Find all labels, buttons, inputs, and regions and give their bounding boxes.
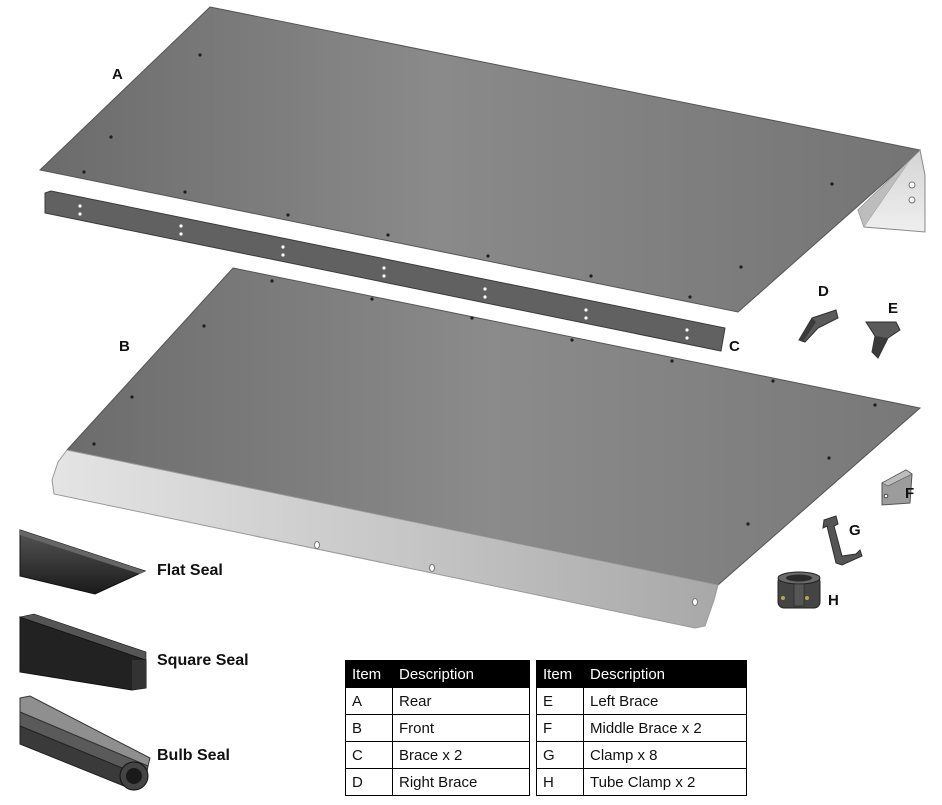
- label-e: E: [888, 300, 899, 317]
- description-cell: Right Brace: [392, 768, 530, 796]
- label-f: F: [905, 485, 915, 502]
- item-cell: G: [536, 741, 584, 769]
- description-cell: Front: [392, 714, 530, 742]
- label-a: A: [112, 66, 123, 83]
- left-brace-e: [865, 321, 901, 359]
- label-h: H: [828, 592, 839, 609]
- table-row: B Front: [345, 714, 530, 742]
- table-row: A Rear: [345, 687, 530, 715]
- brace-strip-c: [44, 190, 726, 352]
- table-row: C Brace x 2: [345, 741, 530, 769]
- rear-panel-a: [38, 6, 926, 313]
- description-cell: Rear: [392, 687, 530, 715]
- header-item: Item: [536, 660, 584, 688]
- front-panel-b: [51, 267, 922, 629]
- parts-table-right: Item Description E Left Brace F Middle B…: [536, 660, 747, 796]
- table-row: G Clamp x 8: [536, 741, 747, 769]
- item-cell: D: [345, 768, 393, 796]
- flat-seal-label: Flat Seal: [157, 562, 223, 579]
- table-header-row: Item Description: [345, 660, 530, 688]
- description-cell: Middle Brace x 2: [583, 714, 747, 742]
- clamp-g: [822, 515, 863, 566]
- table-header-row: Item Description: [536, 660, 747, 688]
- description-cell: Tube Clamp x 2: [583, 768, 747, 796]
- label-c: C: [729, 338, 740, 355]
- label-b: B: [119, 338, 130, 355]
- bulb-seal: [19, 695, 151, 791]
- item-cell: C: [345, 741, 393, 769]
- header-description: Description: [392, 660, 530, 688]
- middle-brace-f: [881, 469, 913, 506]
- item-cell: F: [536, 714, 584, 742]
- parts-table-left: Item Description A Rear B Front C Brace …: [345, 660, 530, 796]
- square-seal-label: Square Seal: [157, 652, 249, 669]
- label-d: D: [818, 283, 829, 300]
- right-brace-d: [798, 309, 839, 343]
- square-seal: [18, 613, 147, 691]
- table-row: E Left Brace: [536, 687, 747, 715]
- bulb-seal-label: Bulb Seal: [157, 747, 230, 764]
- header-description: Description: [583, 660, 747, 688]
- flat-seal: [19, 529, 147, 595]
- label-g: G: [849, 522, 861, 539]
- item-cell: H: [536, 768, 584, 796]
- table-row: F Middle Brace x 2: [536, 714, 747, 742]
- table-row: D Right Brace: [345, 768, 530, 796]
- item-cell: B: [345, 714, 393, 742]
- header-item: Item: [345, 660, 393, 688]
- description-cell: Clamp x 8: [583, 741, 747, 769]
- item-cell: E: [536, 687, 584, 715]
- table-row: H Tube Clamp x 2: [536, 768, 747, 796]
- tube-clamp-h: [777, 571, 821, 609]
- description-cell: Brace x 2: [392, 741, 530, 769]
- item-cell: A: [345, 687, 393, 715]
- description-cell: Left Brace: [583, 687, 747, 715]
